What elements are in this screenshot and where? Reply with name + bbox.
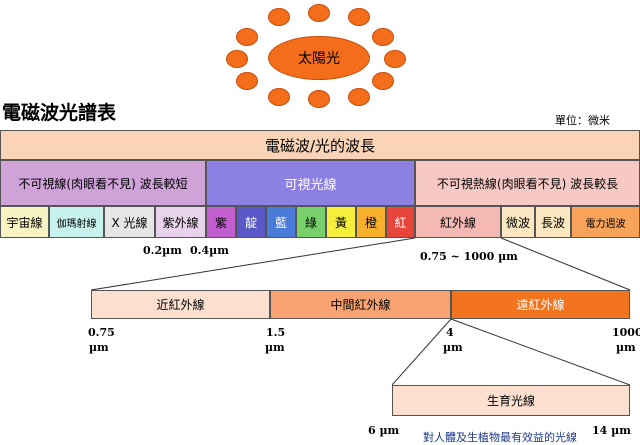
sun-ray-dot — [384, 50, 406, 68]
sun-ray-dot — [236, 28, 258, 46]
sun-ray-dot — [348, 88, 370, 106]
ir-mid: 中間紅外線 — [270, 290, 451, 319]
group-visible: 可視光線 — [206, 160, 415, 206]
sun-ray-dot — [236, 72, 258, 90]
band-blue: 藍 — [266, 206, 296, 238]
ir-far: 遠紅外線 — [451, 290, 630, 319]
band-power: 電力週波 — [571, 206, 640, 238]
group-long-invisible: 不可視熱線(肉眼看不見) 波長較長 — [415, 160, 640, 206]
ir-near: 近紅外線 — [91, 290, 270, 319]
ir-tick-1000: 1000 — [612, 326, 640, 339]
spectrum-title: 電磁波/光的波長 — [0, 130, 640, 160]
band-infrared: 紅外線 — [415, 206, 501, 238]
ir-tick-0-75: 0.75 — [88, 326, 115, 339]
growth-caption: 對人體及生植物最有效益的光線 — [423, 431, 577, 444]
sun-label: 太陽光 — [298, 51, 340, 67]
growth-tick-14um: 14 µm — [592, 424, 631, 437]
unit-label: 單位：微米 — [555, 114, 610, 127]
band-longwave: 長波 — [535, 206, 571, 238]
band-xray: X 光線 — [104, 206, 155, 238]
band-violet: 紫 — [206, 206, 236, 238]
group-short-invisible: 不可視線(肉眼看不見) 波長較短 — [0, 160, 206, 206]
sun-ray-dot — [348, 8, 370, 26]
sun-ray-dot — [268, 8, 290, 26]
sun-ray-dot — [308, 4, 330, 22]
page-title: 電磁波光譜表 — [2, 102, 117, 124]
band-gamma: 伽瑪射線 — [49, 206, 104, 238]
ir-tick-1-5: 1.5 — [266, 326, 286, 339]
sun-ray-dot — [226, 50, 248, 68]
band-green: 綠 — [296, 206, 326, 238]
band-orange: 橙 — [356, 206, 386, 238]
growth-light-band: 生育光線 — [392, 385, 630, 416]
growth-tick-6um: 6 µm — [368, 424, 400, 437]
band-red: 紅 — [386, 206, 415, 238]
ir-tick-4: 4 — [446, 326, 454, 339]
tick-infrared-range: 0.75 ~ 1000 µm — [420, 250, 518, 263]
band-microwave: 微波 — [501, 206, 535, 238]
sun-ray-dot — [372, 28, 394, 46]
ir-tick-unit: µm — [89, 341, 109, 354]
ir-tick-unit: µm — [443, 341, 463, 354]
sun-ray-dot — [372, 72, 394, 90]
sun-ray-dot — [308, 90, 330, 108]
sun-ray-dot — [268, 88, 290, 106]
band-indigo: 靛 — [236, 206, 266, 238]
ir-tick-unit: µm — [265, 341, 285, 354]
band-uv: 紫外線 — [155, 206, 206, 238]
ir-tick-unit: µm — [616, 341, 636, 354]
band-cosmic: 宇宙線 — [0, 206, 49, 238]
band-yellow: 黃 — [326, 206, 356, 238]
sun-body: 太陽光 — [268, 36, 370, 80]
sun-illustration: 太陽光 — [200, 0, 440, 110]
tick-0-2um: 0.2µm — [143, 244, 182, 257]
tick-0-4um: 0.4µm — [190, 244, 229, 257]
